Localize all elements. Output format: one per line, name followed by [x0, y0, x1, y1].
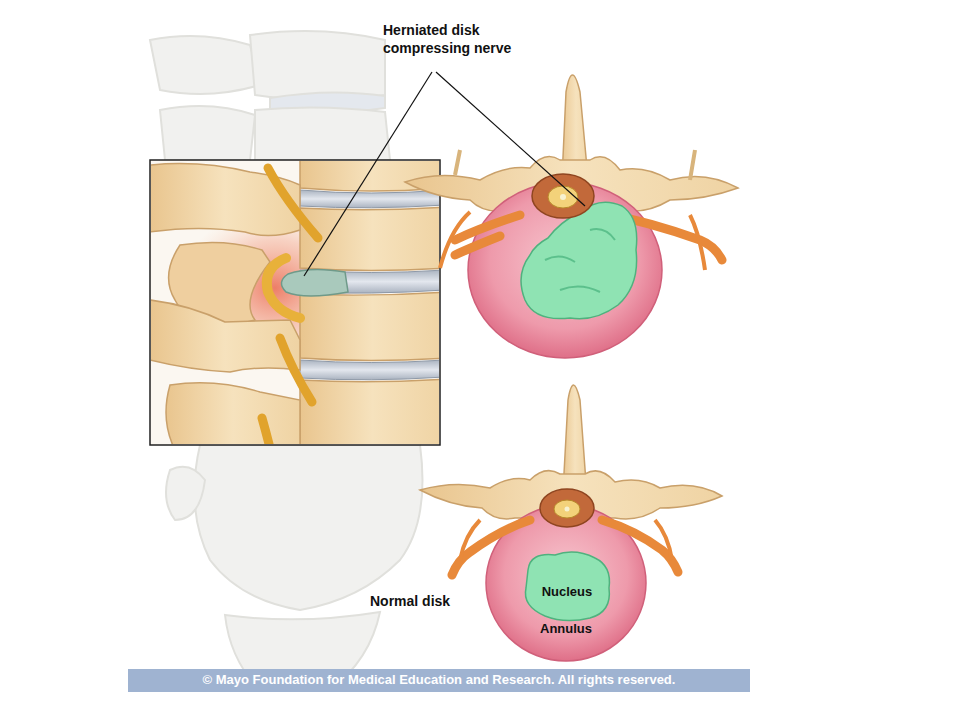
annulus [468, 182, 662, 358]
part-label: Annulus [526, 621, 606, 637]
faint-process [150, 36, 260, 94]
nucleus-texture [545, 229, 615, 292]
leader-lines [304, 72, 585, 276]
part-label: Normal disk [370, 593, 480, 611]
cord-center [560, 194, 566, 200]
nerve-root [280, 338, 312, 402]
spinal-cord [548, 186, 578, 208]
inset-content [151, 161, 439, 444]
faint-vertebra [255, 107, 390, 160]
nerve-root [262, 418, 270, 444]
nerve-root [602, 520, 678, 572]
intervertebral-disc [300, 190, 439, 208]
part-label: Nucleus [529, 584, 605, 600]
faint-vertebra [250, 31, 385, 100]
faint-sacrum [194, 445, 422, 610]
inset-frame [150, 160, 440, 445]
caption-band [128, 669, 750, 692]
nerve-root [455, 215, 520, 255]
normal-nucleus [525, 552, 609, 620]
herniated-cross-section [405, 75, 738, 358]
faint-pelvis [166, 467, 205, 520]
herniated-disc [281, 269, 348, 296]
posterior-arch [166, 383, 300, 444]
leader-line [304, 72, 432, 276]
cord-center [565, 507, 570, 512]
spine-inset [150, 150, 445, 450]
spinal-cord [554, 500, 580, 518]
vertebral-body [300, 292, 439, 361]
spinal-canal [540, 489, 594, 527]
normal-cross-section [420, 385, 722, 661]
leader-line [436, 72, 585, 206]
spinal-canal [532, 174, 594, 218]
posterior-arch [151, 164, 300, 236]
callout-label: Herniated disk compressing nerve [383, 22, 543, 57]
nerve-root [268, 168, 318, 238]
herniated-nucleus [521, 202, 637, 319]
copyright-notice: © Mayo Foundation for Medical Education … [128, 672, 750, 688]
intervertebral-disc [300, 360, 439, 380]
faint-process [160, 106, 255, 160]
vertebral-body [300, 379, 439, 444]
